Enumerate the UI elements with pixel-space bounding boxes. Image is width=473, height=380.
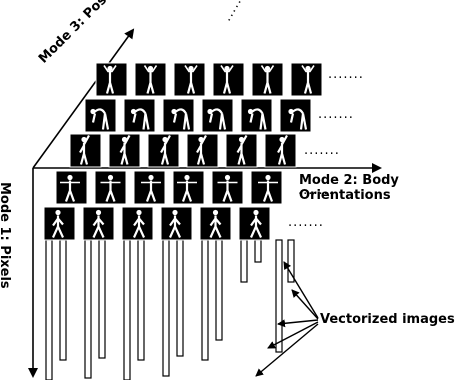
pose-image-tile [211,170,244,205]
vectorized-columns [45,239,295,380]
pose-image-tile [201,98,234,133]
row-continuation-ellipsis-1: ....... [328,67,364,82]
pose-image-tile [162,98,195,133]
callout-arrow-1 [283,261,319,319]
row-continuation-ellipsis-2: ....... [318,107,354,122]
mode2-label-line1: Mode 2: Body [299,173,399,188]
pose-image-tile [84,98,117,133]
pose-image-tile [95,62,128,97]
pose-image-tile [123,98,156,133]
mode1-axis-label: Mode 1: Pixels [0,182,12,289]
pose-image-tile [279,98,312,133]
vectorized-column [201,239,209,361]
row-continuation-ellipsis-5: ....... [288,215,324,230]
vectorized-callout-arrows [255,261,319,377]
pose-image-tile [240,98,273,133]
row-continuation-ellipsis-3: ....... [304,143,340,158]
pose-image-grid [43,62,323,241]
pose-image-tile [133,170,166,205]
pose-image-tile [43,206,76,241]
vectorized-images-label: Vectorized images [320,312,455,327]
vectorized-column [137,239,145,361]
pose-image-tile [264,133,297,168]
vectorized-column [45,239,53,380]
vectorized-column [287,239,295,283]
pose-image-tile [251,62,284,97]
vectorized-column [59,239,67,361]
pose-image-tile [69,133,102,168]
pose-image-tile [238,206,271,241]
callout-arrow-5 [255,323,319,377]
pose-image-tile [147,133,180,168]
vectorized-column [275,239,283,353]
pose-image-tile [108,133,141,168]
vectorized-column [123,239,131,380]
pose-image-tile [212,62,245,97]
vectorized-column [84,239,92,379]
pose-image-tile [172,170,205,205]
pose-image-tile [134,62,167,97]
pose-image-tile [94,170,127,205]
vectorized-column [240,239,248,283]
vectorized-column [162,239,170,377]
vectorized-column [254,239,262,263]
vectorized-column [98,239,106,359]
callout-arrow-4 [267,321,319,349]
row-continuation-ellipsis-4: ....... [298,183,334,198]
pose-image-tile [121,206,154,241]
pose-image-tile [290,62,323,97]
pose-image-tile [250,170,283,205]
pose-image-tile [160,206,193,241]
pose-image-tile [173,62,206,97]
pose-image-tile [225,133,258,168]
mode3-axis-arrow [32,28,135,169]
vectorized-column [176,239,184,357]
pose-image-tile [82,206,115,241]
pose-image-tile [186,133,219,168]
callout-arrow-3 [277,319,319,328]
pose-image-tile [55,170,88,205]
pose-image-tile [199,206,232,241]
mode2-axis-label: Mode 2: Body Orientations [299,173,399,203]
mode2-label-line2: Orientations [299,188,391,203]
callout-arrow-2 [291,289,319,320]
vectorized-column [215,239,223,341]
